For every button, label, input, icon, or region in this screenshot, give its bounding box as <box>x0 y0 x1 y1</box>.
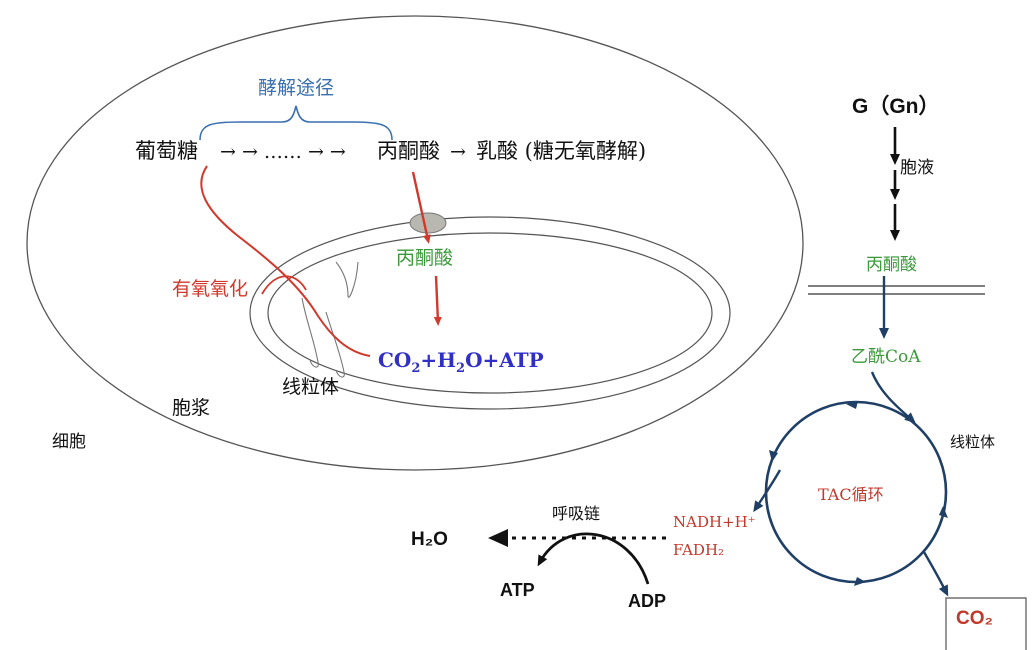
pyruvate-in-mito-label: 丙酮酸 <box>396 247 453 269</box>
respiratory-chain-arrowhead <box>488 529 508 547</box>
h2o-label: H₂O <box>411 529 448 550</box>
cycle-arrow-top <box>846 401 858 409</box>
fadh2-label: FADH₂ <box>673 541 724 559</box>
nadh-label: NADH+H⁺ <box>673 513 756 531</box>
cristae-fold-3 <box>335 261 359 298</box>
adp-label: ADP <box>628 591 666 611</box>
glycolysis-chain-arrows: → → …… → → <box>220 141 346 163</box>
cell-label: 细胞 <box>52 432 86 452</box>
cycle-arrow-left <box>769 450 778 462</box>
co2-exit-arrow <box>922 551 949 597</box>
mitochondrion-outer-membrane <box>249 216 731 410</box>
pyruvate-transporter <box>409 212 447 234</box>
products-label: CO2+H2O+ATP <box>378 348 544 376</box>
pyruvate-right-label: 丙酮酸 <box>866 255 917 275</box>
co2-label: CO₂ <box>956 608 993 629</box>
aerobic-oxidation-curve <box>200 165 371 357</box>
respiratory-chain-label: 呼吸链 <box>552 504 600 523</box>
co2-box <box>945 597 1027 650</box>
cytoplasm-label: 胞浆 <box>172 397 210 419</box>
cell-outline <box>26 15 804 471</box>
cristae-fold-2 <box>325 311 345 378</box>
pyruvate-to-products-arrow <box>433 275 442 326</box>
mitochondrion-inner-membrane <box>267 232 713 394</box>
glucose-label: 葡萄糖 <box>135 139 198 163</box>
mitochondrion-right-label: 线粒体 <box>950 433 995 451</box>
glycolysis-brace <box>199 105 393 141</box>
aerobic-oxidation-loop <box>261 275 307 295</box>
adp-to-atp-arc <box>537 532 650 585</box>
to-lactate-arrow: → <box>450 141 466 163</box>
mitochondrion-label: 线粒体 <box>282 376 339 398</box>
lactate-note: 乳酸 (糖无氧酵解) <box>476 139 646 163</box>
acetyl-coa-label: 乙酰CoA <box>851 347 921 367</box>
acetylcoa-entry-curve <box>870 371 916 424</box>
cycle-arrow-bottom <box>854 577 866 586</box>
pyruvate-label: 丙酮酸 <box>377 139 440 163</box>
aerobic-oxidation-label: 有氧氧化 <box>172 278 248 300</box>
atp-label: ATP <box>500 580 535 600</box>
nadh-exit-arrow <box>753 469 782 513</box>
glycolysis-pathway-label: 酵解途径 <box>258 77 334 99</box>
pyruvate-entry-arrow <box>411 171 431 244</box>
cristae-fold-1 <box>301 297 319 368</box>
cycle-arrow-right <box>939 506 948 518</box>
cytosol-label: 胞液 <box>900 158 934 178</box>
tac-cycle-label: TAC循环 <box>818 485 884 504</box>
g-gn-label: G（Gn） <box>852 94 940 118</box>
